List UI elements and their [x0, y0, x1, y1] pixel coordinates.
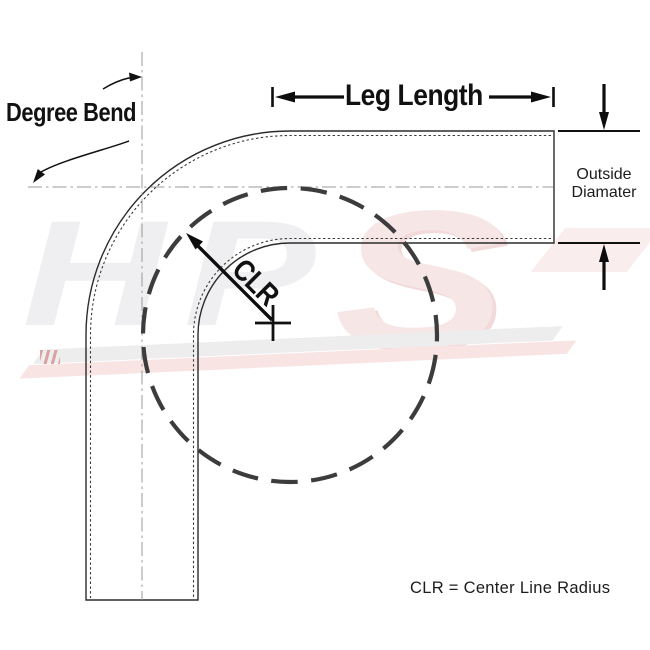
watermark-letter-h: H: [22, 189, 184, 357]
watermark-red-mark: [40, 350, 60, 364]
clr-circle: [140, 185, 440, 485]
degree-bend-arrow-upper-head: [129, 72, 142, 82]
tube-wall-dotted-inner: [192, 237, 551, 598]
od-extension-lines: [558, 130, 640, 244]
leg-length-label: Leg Length: [345, 79, 483, 112]
od-arrow-top-head: [599, 112, 609, 130]
degree-bend-arrow-lower-head: [33, 169, 45, 183]
leg-length-arrowhead-left: [275, 91, 295, 103]
clr-definition-note: CLR = Center Line Radius: [410, 579, 611, 597]
tube-outline: [85, 130, 555, 601]
leg-length-arrowhead-right: [531, 91, 551, 103]
clr-arrowhead: [186, 233, 203, 250]
outside-diameter-label: Outside Diamater: [556, 166, 650, 202]
center-cross: [255, 305, 291, 341]
watermark-letter-p: P: [183, 189, 335, 357]
od-arrow-bottom-head: [599, 244, 609, 262]
tube-wall-dotted-outer: [89, 134, 551, 598]
degree-bend-arrow-lower-shaft: [40, 140, 130, 173]
leg-length-end-bars: [271, 87, 555, 107]
clr-arrow-shaft: [193, 241, 274, 322]
outside-diameter-line1: Outside: [576, 166, 632, 183]
outside-diameter-line2: Diamater: [571, 184, 637, 201]
degree-bend-label: Degree Bend: [6, 97, 137, 127]
